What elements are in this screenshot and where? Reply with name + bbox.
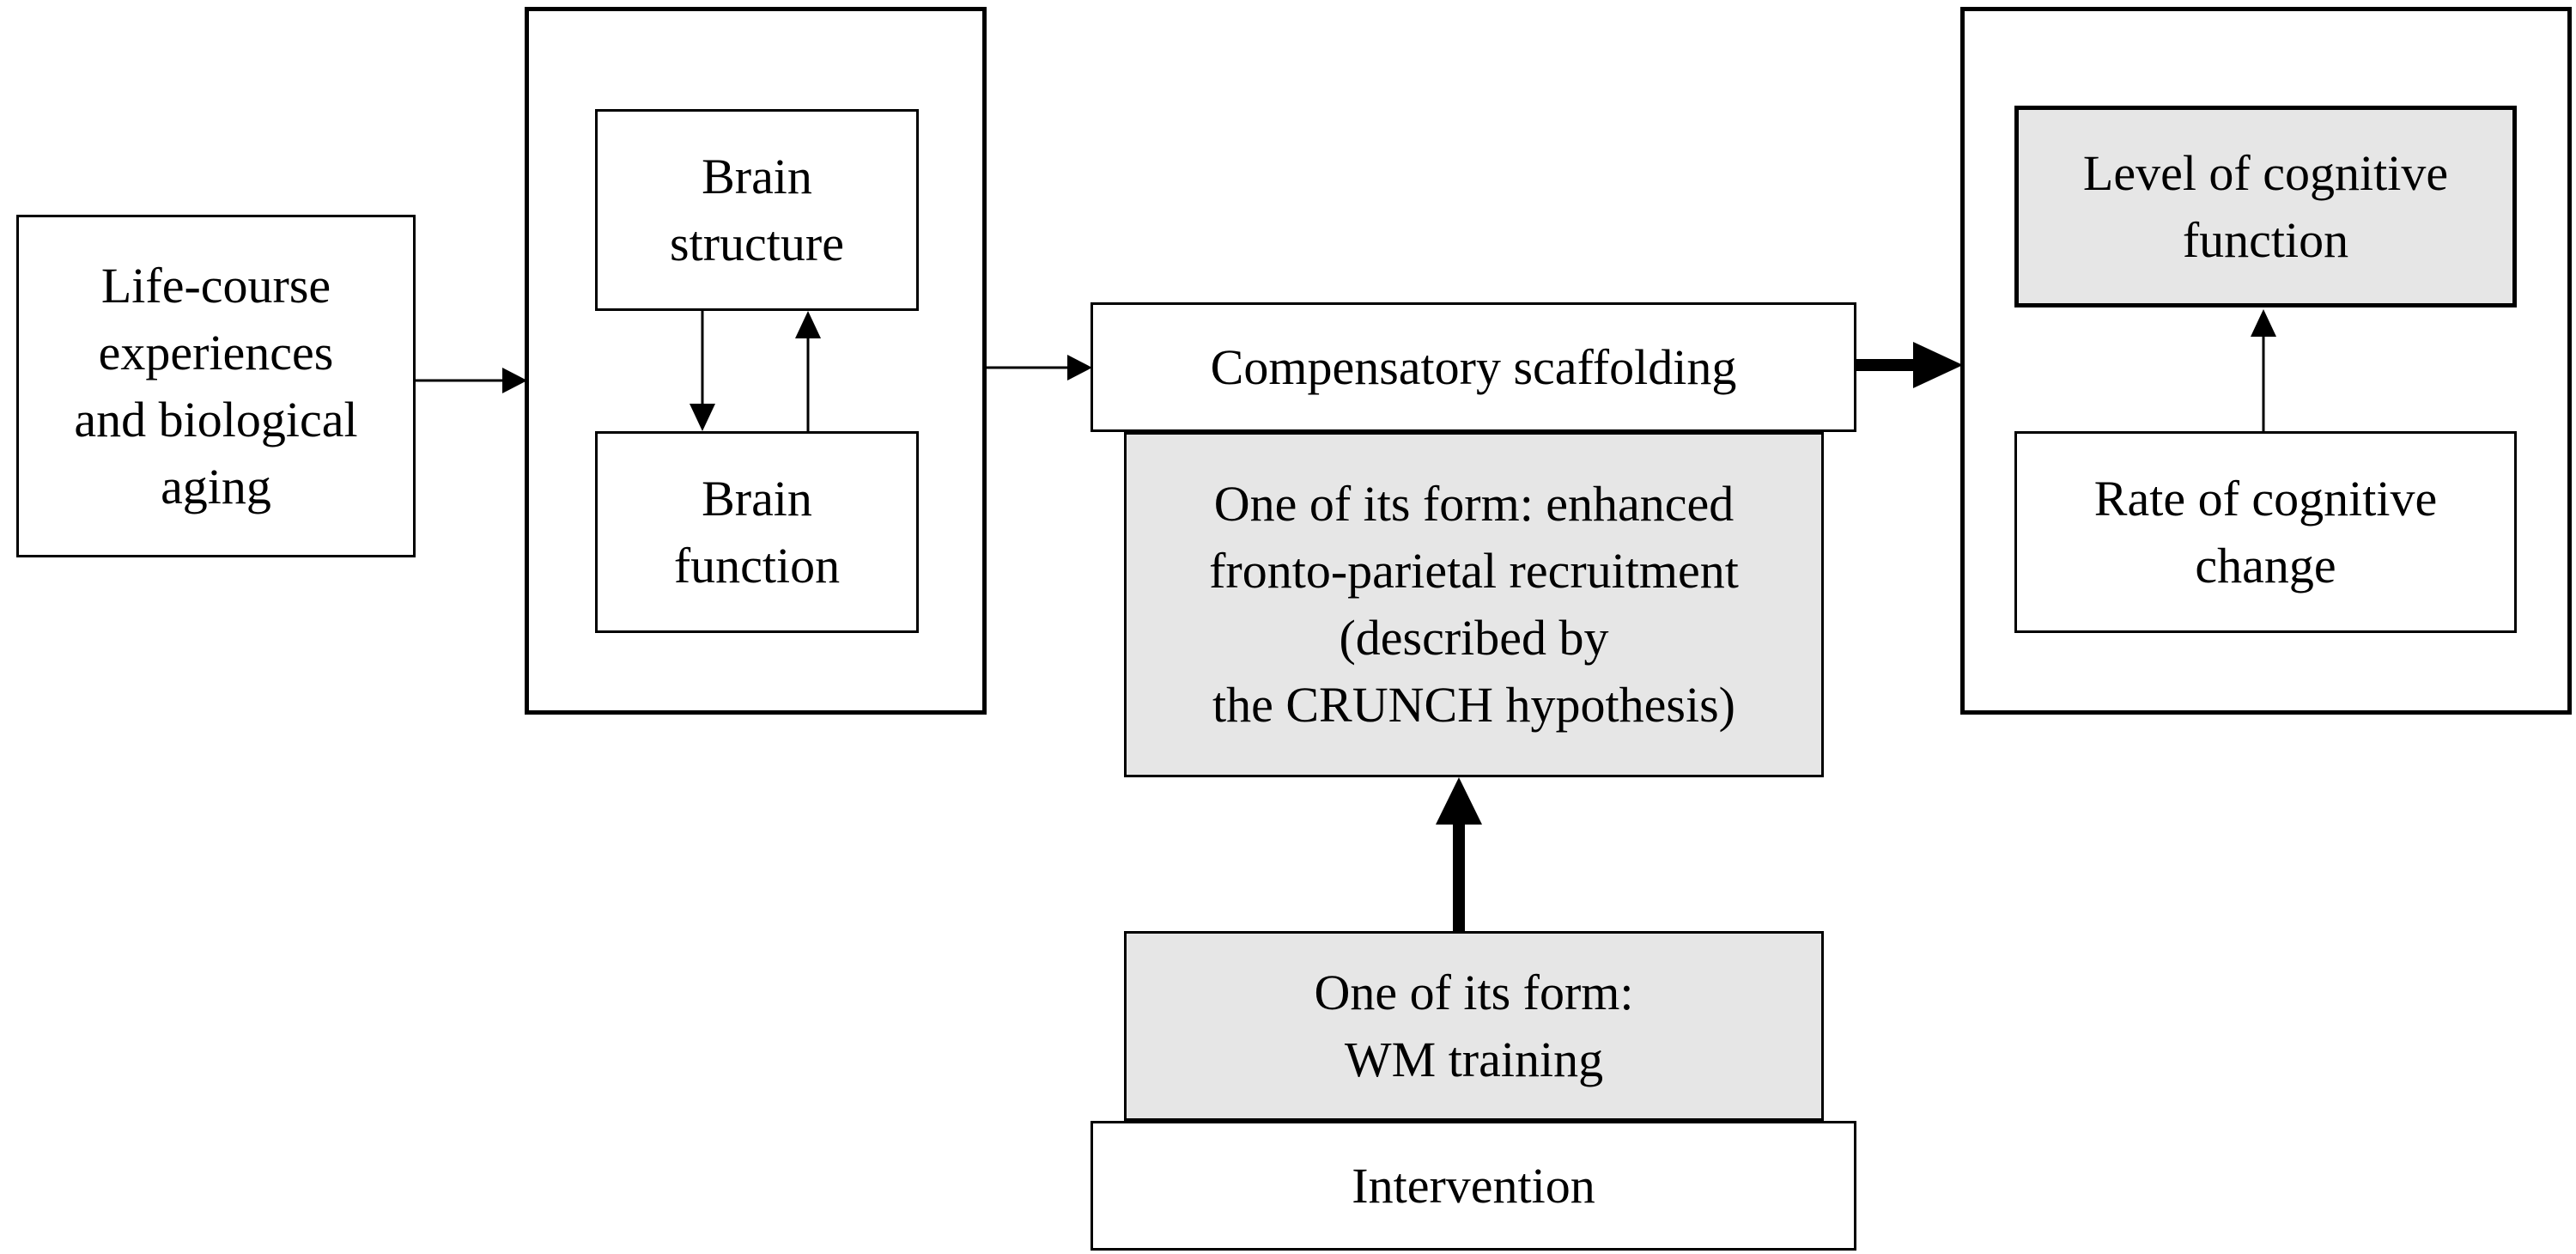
arrow-intervention-to-scaffolding (1436, 777, 1482, 931)
intervention-form-node: One of its form: WM training (1124, 931, 1824, 1121)
intervention-node: Intervention (1091, 1121, 1856, 1251)
cognitive-rate-node: Rate of cognitive change (2014, 431, 2517, 633)
cognitive-level-node: Level of cognitive function (2014, 106, 2517, 307)
compensatory-scaffolding-node: Compensatory scaffolding (1091, 302, 1856, 432)
brain-function-node: Brain function (595, 431, 919, 633)
scaffolding-form-node: One of its form: enhanced fronto-parieta… (1124, 432, 1824, 777)
brain-structure-node: Brain structure (595, 109, 919, 311)
arrow-scaffolding-to-cognition (1856, 342, 1963, 388)
arrow-lifecourse-to-brain (416, 368, 527, 393)
arrow-brain-to-scaffolding (987, 355, 1092, 380)
life-course-node: Life-course experiences and biological a… (16, 215, 416, 557)
